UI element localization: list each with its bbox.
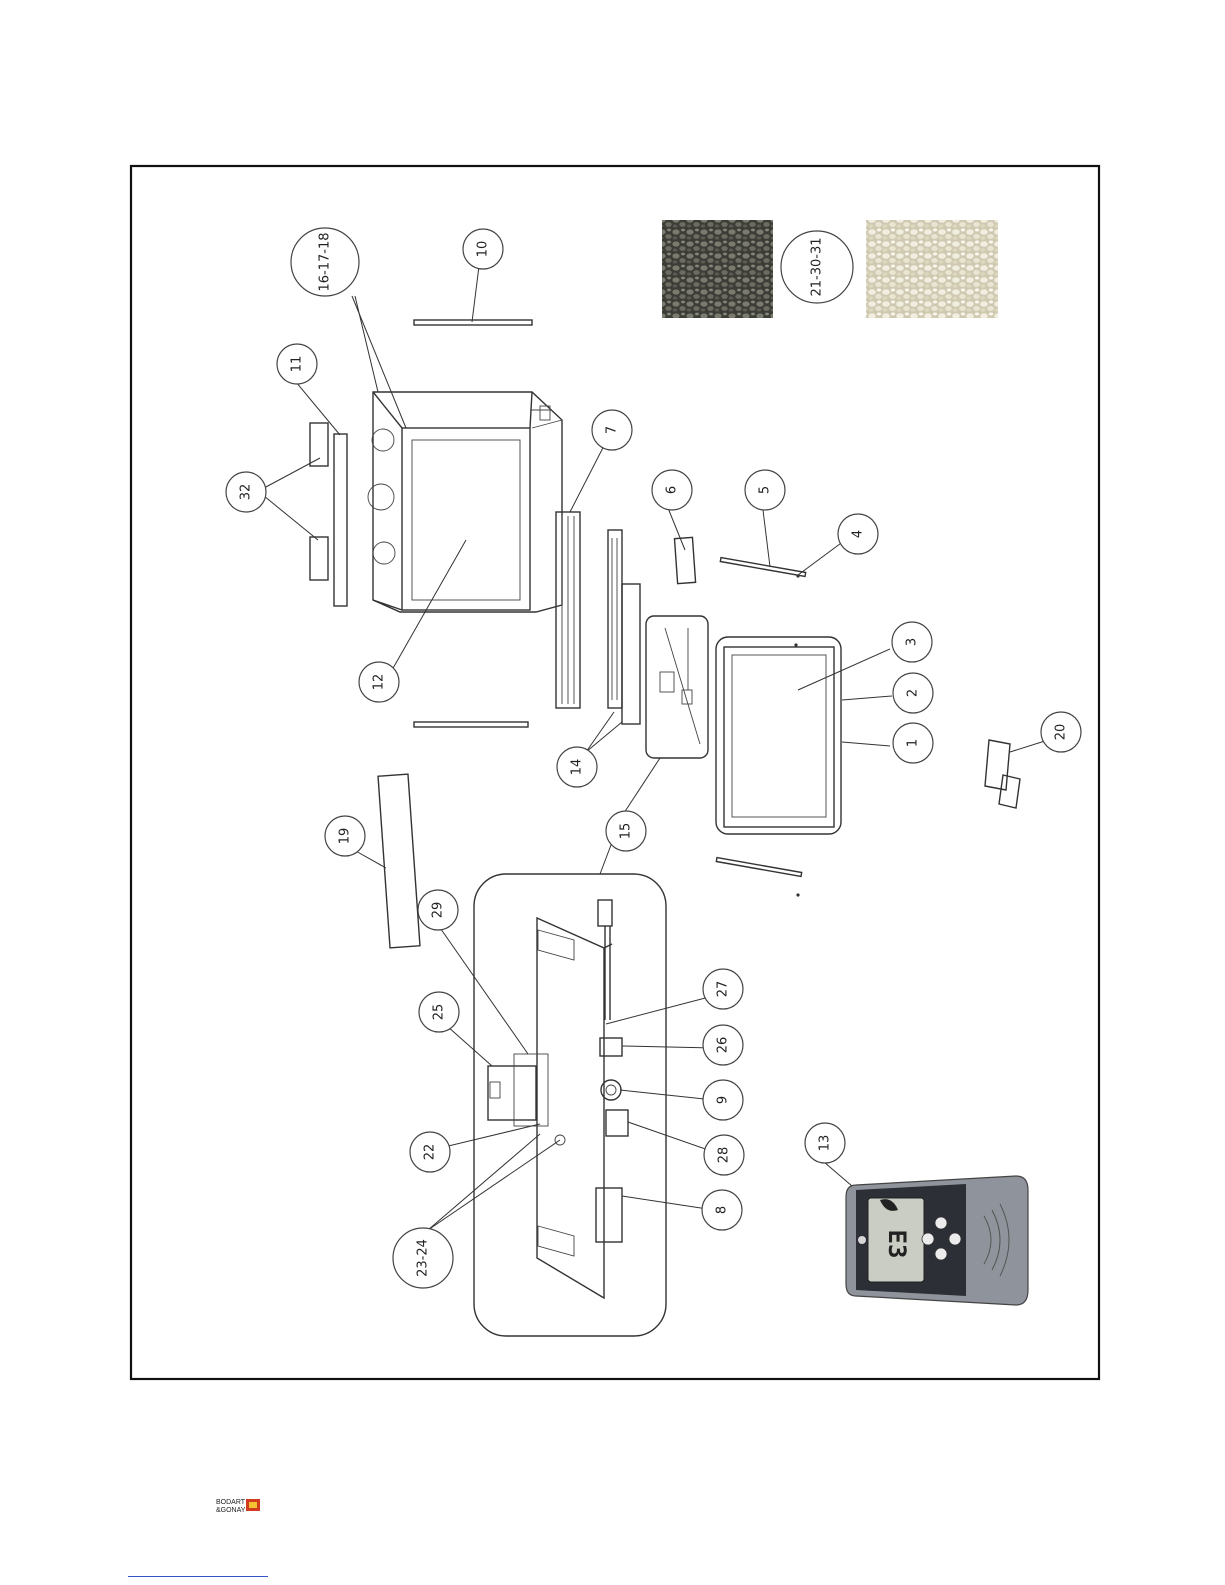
callout-22: 22 (410, 1132, 450, 1172)
callout-32: 32 (226, 472, 266, 512)
remote-control: E3 (846, 1176, 1028, 1305)
callout-4: 4 (838, 514, 878, 554)
trim-bar-lower (716, 858, 801, 877)
pebble-light-swatch (866, 220, 998, 318)
callout-25: 25 (419, 992, 459, 1032)
remote-button-power[interactable] (949, 1233, 961, 1245)
svg-text:28: 28 (717, 1147, 732, 1164)
svg-text:9: 9 (716, 1096, 731, 1104)
callout-14: 14 (557, 747, 597, 787)
svg-text:21-30-31: 21-30-31 (810, 237, 825, 296)
callout-11: 11 (277, 344, 317, 384)
remote-button-down[interactable] (922, 1233, 934, 1245)
footer-link-underline[interactable] (128, 1576, 268, 1577)
svg-text:2: 2 (906, 689, 921, 697)
callout-9: 9 (703, 1080, 743, 1120)
svg-text:26: 26 (716, 1037, 731, 1054)
callout-13: 13 (805, 1123, 845, 1163)
front-glass-frame (716, 637, 841, 834)
back-plate (378, 774, 420, 948)
callout-7: 7 (592, 410, 632, 450)
svg-text:25: 25 (432, 1004, 447, 1021)
svg-text:19: 19 (338, 828, 353, 845)
svg-text:11: 11 (290, 356, 305, 373)
burner-trays (608, 530, 640, 724)
callout-3: 3 (892, 622, 932, 662)
callout-16-17-18: 16-17-18 (291, 228, 359, 296)
control-group-preview (646, 616, 708, 758)
small-plate-upper (310, 423, 328, 466)
svg-text:6: 6 (665, 486, 680, 494)
small-plate-lower (310, 537, 328, 580)
svg-text:7: 7 (605, 426, 620, 434)
svg-text:5: 5 (758, 486, 773, 494)
svg-text:32: 32 (239, 484, 254, 501)
control-unit-detail (474, 874, 666, 1336)
callout-26: 26 (703, 1025, 743, 1065)
callout-19: 19 (325, 816, 365, 856)
top-plate (334, 434, 347, 606)
callout-1: 1 (893, 723, 933, 763)
callout-8: 8 (702, 1190, 742, 1230)
svg-text:1: 1 (906, 739, 921, 747)
callout-5: 5 (745, 470, 785, 510)
callout-29: 29 (418, 890, 458, 930)
svg-text:15: 15 (619, 823, 634, 840)
svg-text:22: 22 (423, 1144, 438, 1161)
trim-bar-upper (720, 558, 805, 577)
svg-text:&GONAY: &GONAY (216, 1507, 246, 1514)
svg-text:29: 29 (431, 902, 446, 919)
burner-grid (556, 512, 580, 708)
callout-20: 20 (1041, 712, 1081, 752)
callout-28: 28 (704, 1135, 744, 1175)
firebox-body (368, 392, 562, 612)
svg-text:4: 4 (851, 530, 866, 538)
callout-23-24: 23-24 (393, 1228, 453, 1288)
remote-button-mode[interactable] (935, 1248, 947, 1260)
svg-text:16-17-18: 16-17-18 (318, 232, 333, 291)
callout-6: 6 (652, 470, 692, 510)
svg-text:BODART: BODART (216, 1499, 246, 1506)
callout-10: 10 (463, 229, 503, 269)
callout-2: 2 (893, 673, 933, 713)
side-bar-upper (414, 320, 532, 325)
svg-text:10: 10 (476, 241, 491, 258)
svg-text:27: 27 (716, 981, 731, 998)
callout-15: 15 (606, 811, 646, 851)
callout-21-30-31: 21-30-31 (781, 231, 853, 303)
remote-display-text: E3 (883, 1230, 911, 1259)
side-bar-lower (414, 722, 528, 727)
svg-text:14: 14 (570, 759, 585, 776)
svg-text:23-24: 23-24 (416, 1239, 431, 1277)
svg-text:3: 3 (905, 638, 920, 646)
svg-text:12: 12 (372, 674, 387, 691)
small-panel (674, 537, 695, 583)
remote-button-up[interactable] (935, 1217, 947, 1229)
callout-12: 12 (359, 662, 399, 702)
svg-text:20: 20 (1054, 724, 1069, 741)
svg-text:13: 13 (818, 1135, 833, 1152)
callout-27: 27 (703, 969, 743, 1009)
brand-logo: BODART &GONAY (216, 1499, 260, 1514)
svg-text:8: 8 (715, 1206, 730, 1214)
pebble-dark-swatch (662, 220, 773, 318)
